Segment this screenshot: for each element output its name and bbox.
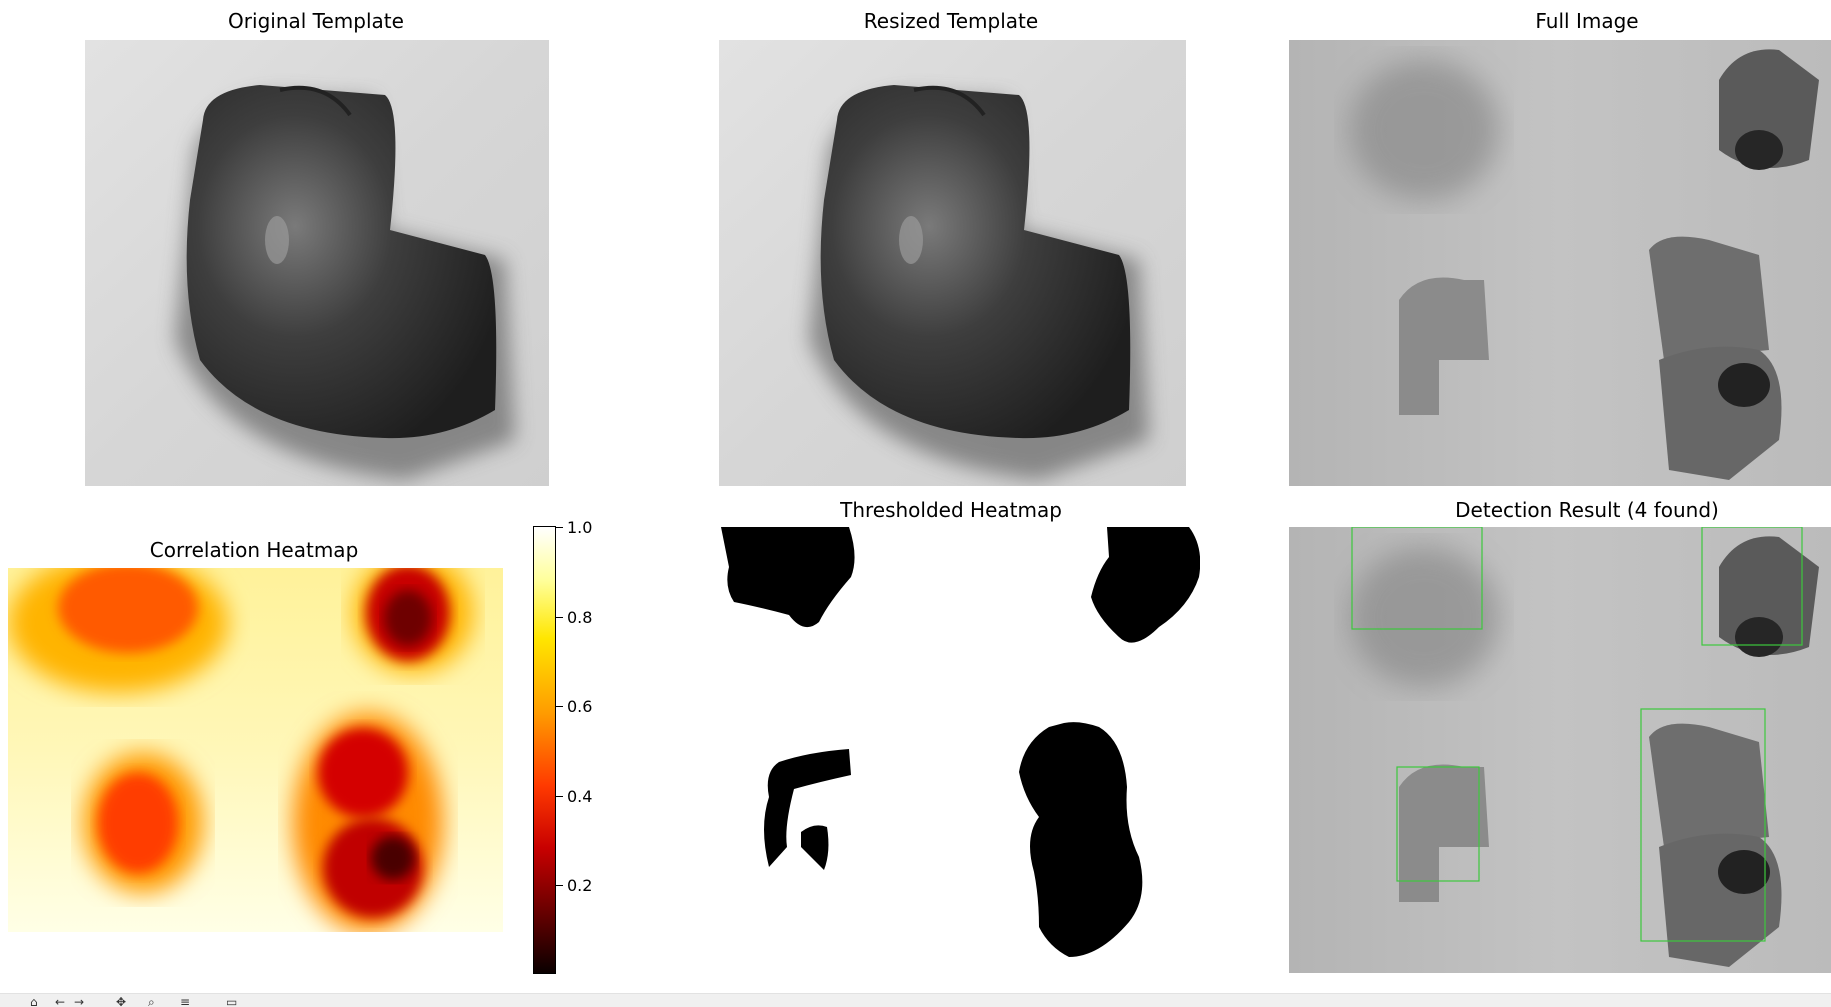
colorbar-tick-label: 0.8	[567, 608, 593, 627]
full-image	[1289, 40, 1831, 486]
title-resized-template: Resized Template	[863, 9, 1039, 33]
title-original-template: Original Template	[228, 9, 404, 33]
home-icon[interactable]: ⌂	[30, 995, 38, 1007]
title-correlation-heatmap: Correlation Heatmap	[149, 538, 359, 562]
zoom-icon[interactable]: ⌕	[148, 995, 155, 1007]
pan-icon[interactable]: ✥	[116, 995, 127, 1007]
colorbar-tick-label: 0.4	[567, 787, 593, 806]
colorbar-tick	[556, 527, 563, 528]
colorbar	[533, 526, 556, 974]
resized-template-image	[719, 40, 1186, 486]
detection-box	[1396, 766, 1480, 882]
correlation-heatmap-image	[8, 568, 503, 932]
title-detection-result: Detection Result (4 found)	[1455, 498, 1719, 522]
configure-icon[interactable]: ≡	[180, 995, 191, 1007]
back-icon[interactable]: ←	[55, 995, 66, 1007]
colorbar-tick-label: 0.2	[567, 876, 593, 895]
detection-result-image	[1289, 527, 1831, 973]
forward-icon[interactable]: →	[74, 995, 85, 1007]
original-template-image	[85, 40, 549, 486]
colorbar-tick-label: 0.6	[567, 697, 593, 716]
detection-box	[1351, 527, 1483, 630]
save-icon[interactable]: ▭	[226, 995, 238, 1007]
detection-box	[1640, 708, 1766, 942]
detection-box	[1701, 527, 1803, 646]
matplotlib-toolbar: ⌂ ← → ✥ ⌕ ≡ ▭	[0, 993, 1831, 1007]
colorbar-tick	[556, 706, 563, 707]
thresholded-heatmap-image	[719, 527, 1200, 973]
colorbar-tick-label: 1.0	[567, 518, 593, 537]
colorbar-tick	[556, 796, 563, 797]
title-full-image: Full Image	[1535, 9, 1639, 33]
title-thresholded-heatmap: Thresholded Heatmap	[840, 498, 1062, 522]
colorbar-tick	[556, 885, 563, 886]
colorbar-tick	[556, 617, 563, 618]
